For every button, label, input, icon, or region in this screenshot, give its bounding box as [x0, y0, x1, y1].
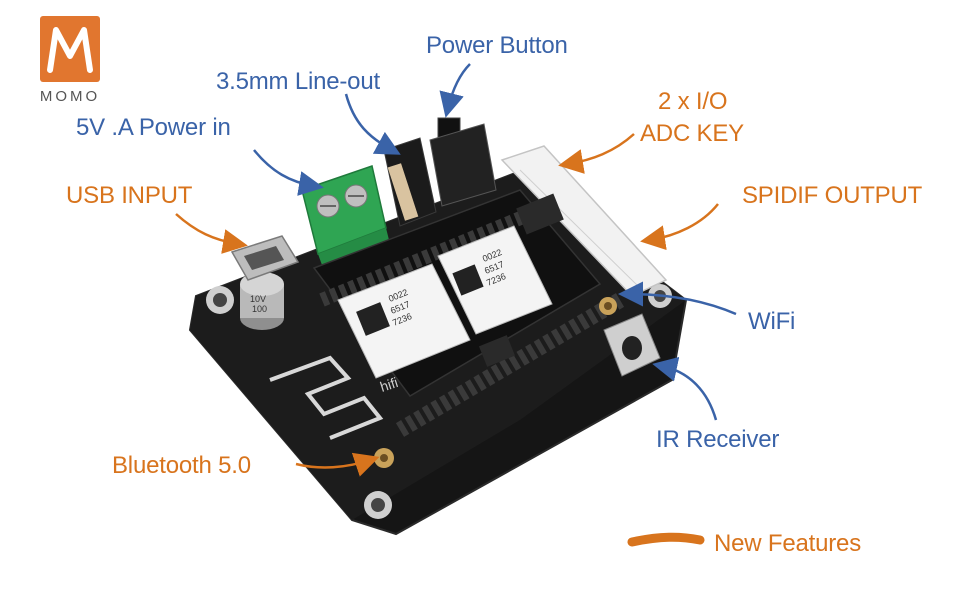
audio-module-right: 0022 6517 7236: [437, 225, 553, 335]
arrow-spdif-output: [640, 203, 719, 251]
label-power-button: Power Button: [426, 32, 568, 59]
arrow-ir-receiver: [652, 356, 718, 421]
logo-m-glyph: [47, 27, 93, 73]
capacitor-marking: 10V: [250, 294, 266, 304]
label-bluetooth: Bluetooth 5.0: [112, 452, 251, 479]
ir-receiver: [603, 313, 661, 377]
capacitor: 10V 100: [240, 272, 284, 330]
legend-orange-stroke: [627, 532, 705, 547]
label-usb-input: USB INPUT: [66, 182, 193, 209]
mounting-hole: [206, 286, 234, 314]
audio-module-left: 0022 6517 7236: [337, 263, 471, 379]
capacitor-marking: 100: [252, 304, 267, 314]
label-spdif-output: SPIDIF OUTPUT: [742, 182, 923, 209]
label-io: 2 x I/O: [658, 88, 728, 115]
label-line-out: 3.5mm Line-out: [216, 68, 380, 95]
arrow-power-in: [253, 149, 324, 196]
arrow-adc-key: [558, 133, 635, 174]
chip: [516, 193, 564, 235]
io-connector: [500, 145, 668, 297]
label-wifi: WiFi: [748, 308, 796, 335]
silk-brand: hifi: [378, 374, 400, 395]
power-button: [429, 117, 497, 207]
arrow-line-out: [344, 93, 401, 155]
bluetooth-antenna-trace: [269, 355, 384, 440]
logo-text: MOMO: [39, 88, 101, 105]
arrow-power-button: [439, 63, 471, 118]
line-out-jack: [383, 137, 437, 227]
label-new-features: New Features: [714, 530, 861, 557]
mounting-hole: [364, 491, 392, 519]
logo-mark: [40, 16, 100, 82]
bluetooth-antenna-connector: [374, 448, 394, 468]
chip: [478, 335, 516, 367]
arrow-usb-input: [175, 213, 248, 254]
label-adc-key: ADC KEY: [640, 120, 744, 147]
pin-header: [395, 293, 625, 437]
momo-logo: MOMO: [28, 10, 112, 106]
usb-port: [230, 235, 300, 281]
arrow-bluetooth: [295, 452, 380, 477]
wifi-antenna-connector: [599, 297, 617, 315]
arrow-wifi: [618, 281, 737, 316]
label-ir-receiver: IR Receiver: [656, 426, 780, 453]
label-power-in: 5V .A Power in: [76, 114, 231, 141]
